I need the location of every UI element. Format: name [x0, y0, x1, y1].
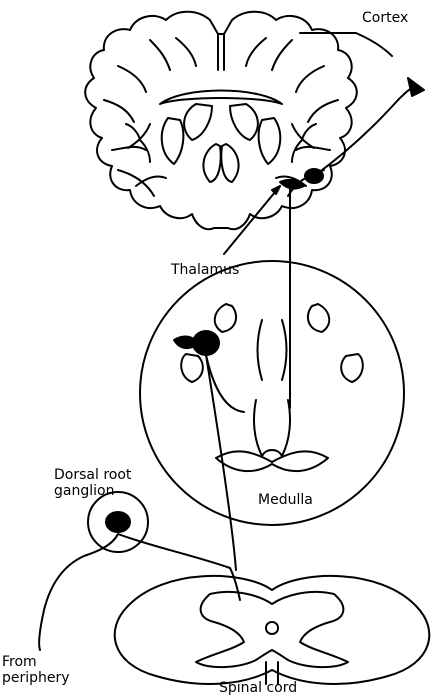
left-sulci	[104, 38, 196, 186]
left-lateral-ventricle	[184, 104, 212, 140]
dorsal-root-ganglion-label-line-2: ganglion	[54, 483, 131, 499]
left-temporal-sulcus	[118, 170, 154, 196]
right-insula	[292, 124, 316, 162]
spinal-cord-outline	[115, 576, 430, 684]
central-canal	[266, 622, 278, 634]
cortex-label: Cortex	[362, 10, 408, 26]
ganglion-cell-body-icon	[106, 512, 130, 532]
cortex-neuron-icon	[408, 78, 424, 96]
thalamus-label: Thalamus	[171, 262, 239, 278]
corpus-callosum	[160, 91, 282, 105]
grey-matter	[196, 592, 348, 667]
dorsal-column-nuclei-left	[215, 304, 236, 332]
right-lateral-ventricle	[230, 104, 258, 140]
brain-section	[85, 12, 357, 230]
from-periphery-label-line-1: From	[2, 654, 70, 670]
left-thalamus	[203, 144, 220, 182]
dorsal-root-ganglion-label-line-1: Dorsal root	[54, 467, 131, 483]
right-thalamus	[221, 144, 238, 182]
right-basal-ganglia	[259, 118, 281, 164]
medulla-outline	[140, 261, 404, 525]
pyramids	[216, 451, 328, 471]
from-periphery-label-line-2: periphery	[2, 670, 70, 686]
medulla-synapse-icon	[174, 337, 198, 349]
thalamus-leader-line	[224, 186, 280, 254]
spinal-cord-label: Spinal cord	[219, 680, 297, 696]
peripheral-fiber	[39, 534, 118, 650]
medulla-section	[140, 261, 404, 525]
thalamocortical-fiber	[314, 88, 412, 176]
right-sulci	[246, 38, 338, 186]
longitudinal-fissure	[218, 34, 224, 70]
left-inferior-olive	[181, 354, 203, 382]
from-periphery-label: From periphery	[2, 654, 70, 686]
dorsal-root-ganglion-label: Dorsal root ganglion	[54, 467, 131, 499]
right-inferior-olive	[341, 354, 363, 382]
medulla-ventral-structures	[254, 400, 290, 456]
left-basal-ganglia	[162, 118, 184, 164]
medulla-label: Medulla	[258, 492, 313, 508]
spinal-cord-section	[115, 576, 430, 684]
central-fiber	[118, 534, 240, 600]
medulla-midline	[258, 320, 287, 380]
left-insula	[126, 124, 150, 162]
medial-lemniscus	[206, 355, 244, 412]
brain-outline	[85, 12, 357, 230]
dorsal-column-nuclei-right	[308, 304, 329, 332]
